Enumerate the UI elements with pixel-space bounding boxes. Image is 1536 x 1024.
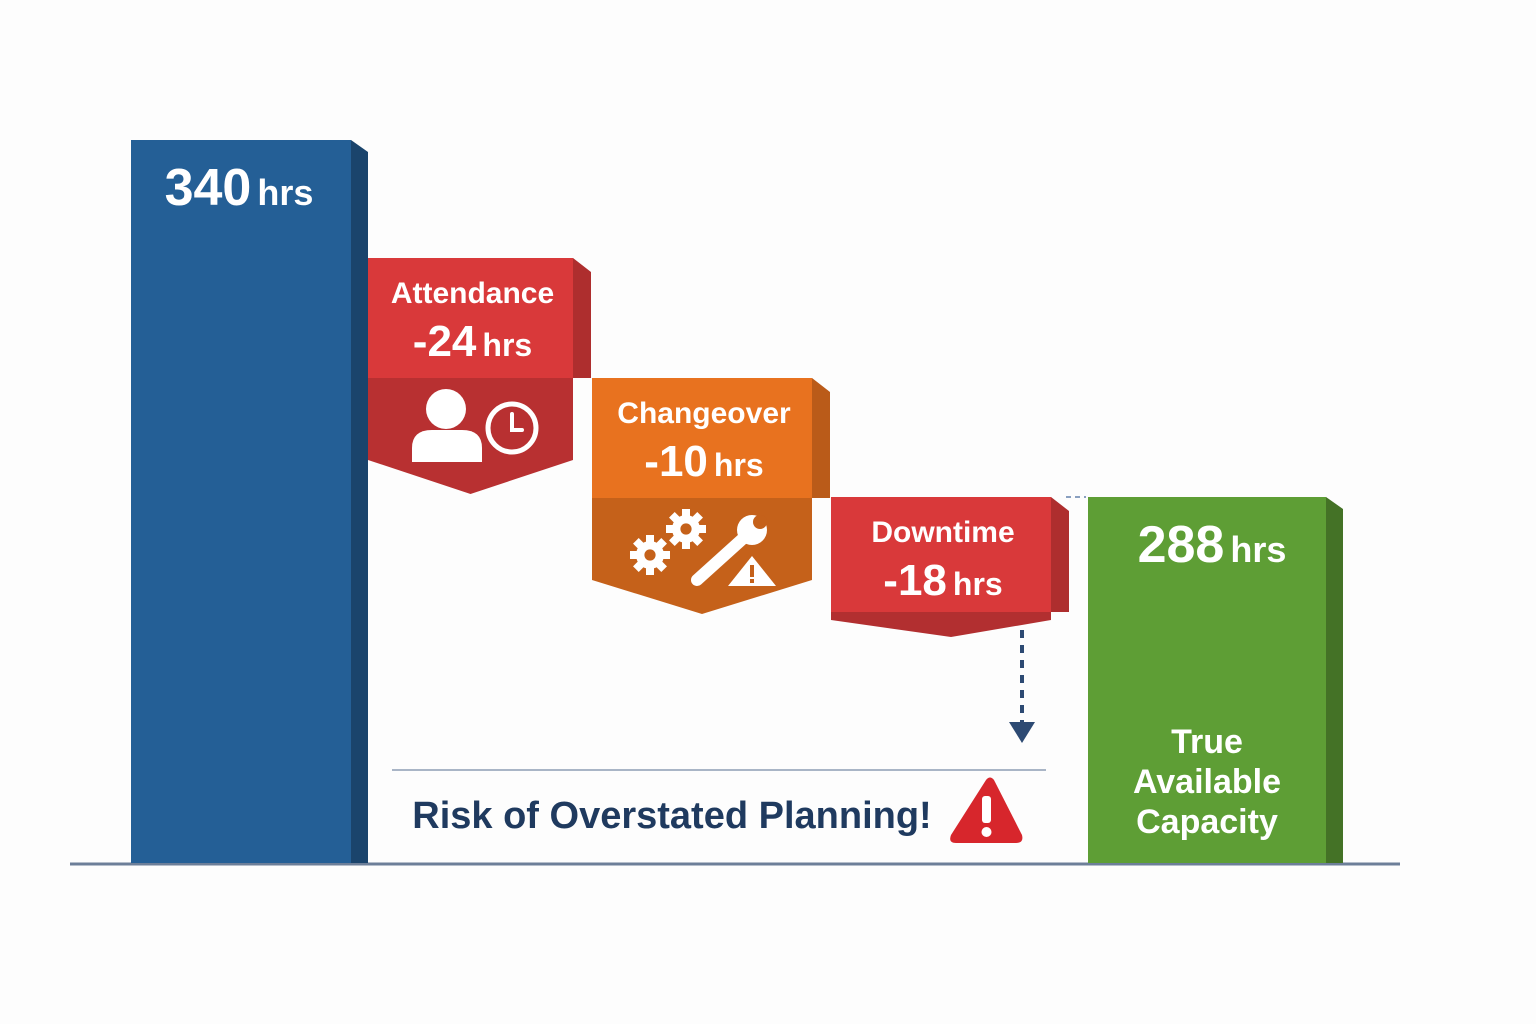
total-bar (1088, 497, 1326, 863)
capacity-label-line: Available (1133, 763, 1281, 801)
bar-side (1326, 497, 1343, 863)
delta-pennant (592, 498, 812, 614)
gears-wrench-warning-icon (630, 509, 776, 586)
delta-pennant (831, 612, 1051, 637)
downward-arrow (1009, 630, 1035, 743)
bar-side (812, 378, 830, 498)
delta-bar (831, 497, 1051, 612)
bar-side (351, 140, 368, 863)
delta-category-label: Attendance (391, 277, 554, 310)
person-clock-icon (412, 389, 539, 462)
capacity-label-line: True (1171, 723, 1243, 761)
bar-side (1051, 497, 1069, 612)
risk-annotation: Risk of Overstated Planning! (392, 769, 1046, 843)
delta-category-label: Downtime (871, 516, 1014, 549)
total-bar (131, 140, 351, 863)
capacity-label-line: Capacity (1136, 803, 1278, 841)
warning-triangle-icon (950, 777, 1023, 843)
bar-side (573, 258, 591, 378)
delta-category-label: Changeover (617, 397, 791, 430)
delta-bar (592, 378, 812, 498)
delta-bar (368, 258, 573, 378)
risk-annotation-text: Risk of Overstated Planning! (412, 795, 931, 837)
